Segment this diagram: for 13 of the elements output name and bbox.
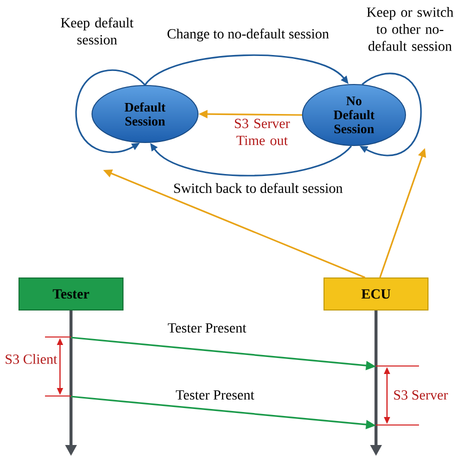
dimension-label: S3 Server xyxy=(394,390,448,400)
edge-label: Tester Present xyxy=(168,323,246,333)
participant-box: Tester xyxy=(18,278,124,310)
edge-label: Change to no-default session xyxy=(168,28,329,42)
participant-box: ECU xyxy=(324,278,428,310)
edge-label: Switch back to default session xyxy=(174,183,343,193)
edge-label: S3 Server Time out xyxy=(234,118,290,146)
edge-label: Tester Present xyxy=(176,390,254,400)
self-loop-arrow xyxy=(75,69,146,153)
edge-label: Keep or switch to other no-default session xyxy=(366,7,454,51)
edge-label: Keep default session xyxy=(60,18,134,44)
dimension-label: S3 Client xyxy=(6,354,58,364)
transition-arrow xyxy=(144,54,348,86)
